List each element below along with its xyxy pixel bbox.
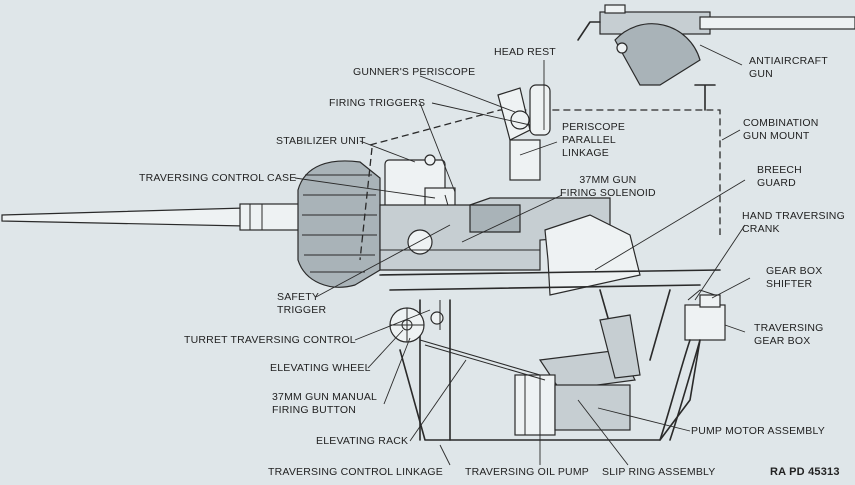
antiaircraft-gun-drawing	[577, 4, 855, 86]
label-turret-traversing-control: TURRET TRAVERSING CONTROL	[184, 334, 356, 346]
label-traversing-oil-pump: TRAVERSING OIL PUMP	[465, 466, 589, 478]
label-periscope-parallel-linkage: PERISCOPE PARALLEL LINKAGE	[562, 121, 626, 159]
label-pump-motor-assembly: PUMP MOTOR ASSEMBLY	[691, 425, 825, 437]
traversing-gear-box-drawing	[659, 289, 726, 441]
label-combination-gun-mount: COMBINATION GUN MOUNT	[743, 117, 819, 142]
main-gun-barrel	[1, 203, 301, 231]
label-traversing-control-linkage: TRAVERSING CONTROL LINKAGE	[268, 466, 443, 478]
turret-outline	[359, 84, 721, 261]
label-hand-traversing-crank: HAND TRAVERSING CRANK	[742, 210, 845, 235]
label-firing-solenoid: 37MM GUN FIRING SOLENOID	[560, 174, 656, 199]
leader-lines	[294, 44, 751, 466]
label-breech-guard: BREECH GUARD	[757, 164, 802, 189]
periscope-drawing	[497, 84, 551, 181]
label-traversing-gear-box: TRAVERSING GEAR BOX	[754, 322, 824, 347]
label-stabilizer-unit: STABILIZER UNIT	[276, 135, 366, 147]
label-traversing-control-case: TRAVERSING CONTROL CASE	[139, 172, 297, 184]
label-elevating-rack: ELEVATING RACK	[316, 435, 409, 447]
label-safety-trigger: SAFETY TRIGGER	[277, 291, 327, 316]
elevating-wheel-drawing	[389, 307, 444, 343]
control-linkage-drawing	[419, 300, 546, 381]
label-antiaircraft-gun: ANTIAIRCRAFT GUN	[749, 55, 828, 80]
label-gunners-periscope: GUNNER'S PERISCOPE	[353, 66, 476, 78]
gun-mantlet	[297, 160, 381, 288]
label-manual-firing-button: 37MM GUN MANUAL FIRING BUTTON	[272, 391, 378, 416]
label-firing-triggers: FIRING TRIGGERS	[329, 97, 426, 109]
breech-guard-drawing	[544, 214, 641, 296]
label-head-rest: HEAD REST	[494, 46, 556, 58]
label-gear-box-shifter: GEAR BOX SHIFTER	[766, 265, 823, 290]
gun-cradle	[379, 197, 611, 271]
figure-number: RA PD 45313	[770, 466, 840, 478]
label-elevating-wheel: ELEVATING WHEEL	[270, 362, 371, 374]
label-slip-ring-assembly: SLIP RING ASSEMBLY	[602, 466, 716, 478]
